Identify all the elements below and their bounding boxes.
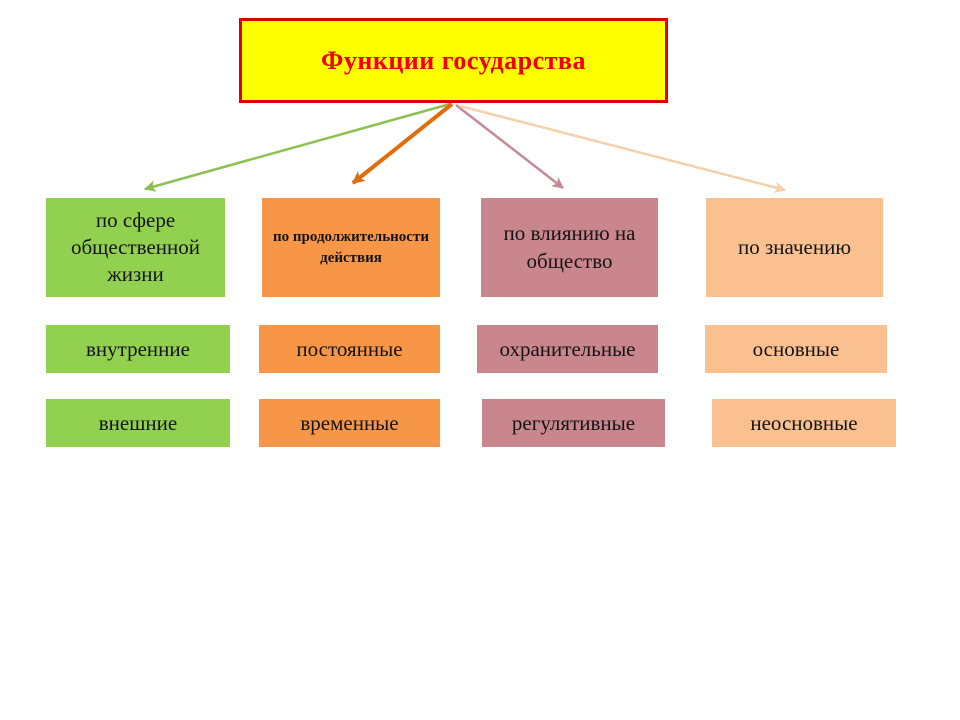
category-box-significance: по значению [706,198,883,297]
category-box-sphere: по сфере общественной жизни [46,198,225,297]
item-label: регулятивные [511,410,636,435]
item-primary: основные [705,325,887,373]
page-title: Функции государства [321,45,586,75]
category-label: по значению [737,234,852,259]
item-external: внешние [46,399,230,447]
category-label: по сфере общественной жизни [70,207,201,287]
item-regulatory: регулятивные [482,399,665,447]
item-protective: охранительные [477,325,658,373]
category-label: по продолжительности действия [273,229,429,266]
item-label: внешние [98,410,178,435]
title-box: Функции государства [239,18,668,103]
item-permanent: постоянные [259,325,440,373]
item-temporary: временные [259,399,440,447]
item-label: охранительные [499,336,636,361]
category-box-duration: по продолжительности действия [262,198,440,297]
category-box-influence: по влиянию на общество [481,198,658,297]
category-label: по влиянию на общество [503,221,636,273]
arrow-sphere [143,102,451,192]
arrow-significance [459,104,787,194]
arrow-influence [455,104,564,189]
item-label: внутренние [86,336,190,361]
item-label: постоянные [296,336,403,361]
item-label: неосновные [750,410,858,435]
item-secondary: неосновные [712,399,896,447]
item-internal: внутренние [46,325,230,373]
item-label: основные [752,336,840,361]
item-label: временные [300,410,399,435]
arrow-duration [351,102,454,185]
